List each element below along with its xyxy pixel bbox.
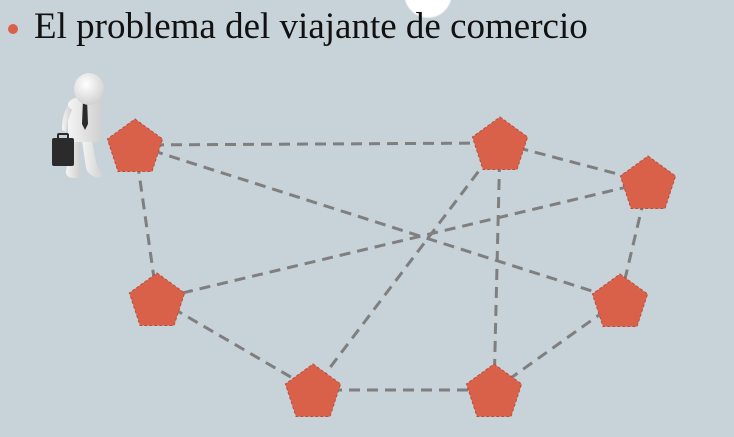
edge-n5-n7: [493, 298, 621, 392]
slide-title: El problema del viajante de comercio: [34, 6, 588, 47]
graph-nodes: [106, 116, 677, 417]
edge-n2-n7: [492, 142, 502, 391]
edge-n4-n6: [156, 297, 314, 392]
city-node-n4: [128, 272, 186, 326]
edge-n1-n5: [134, 143, 621, 302]
edge-n2-n6: [311, 142, 502, 391]
businessman-with-briefcase-icon: [52, 73, 104, 178]
edge-n1-n2: [134, 141, 501, 147]
title-bullet: [8, 24, 18, 34]
city-node-n2: [471, 116, 529, 170]
city-node-n5: [591, 273, 649, 327]
graph-edges: [133, 141, 650, 392]
city-node-n6: [284, 363, 342, 417]
city-node-n1: [106, 118, 164, 172]
edge-n3-n4: [156, 180, 649, 301]
city-node-n3: [619, 155, 677, 209]
slide-title-row: El problema del viajante de comercio: [8, 2, 588, 52]
city-node-n7: [465, 363, 523, 417]
